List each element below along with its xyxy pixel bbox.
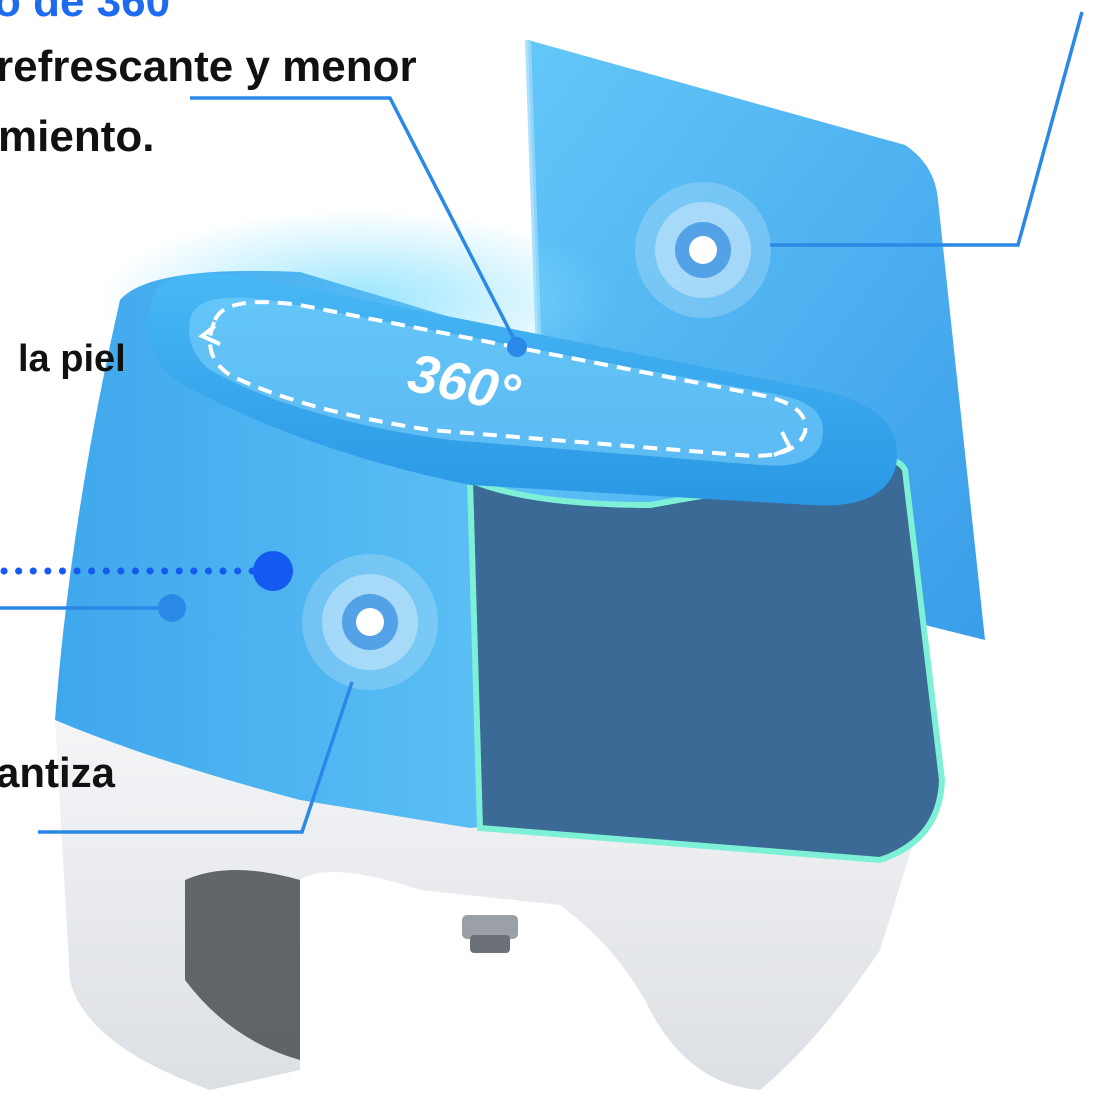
- description-line-1: refrescante y menor: [0, 42, 417, 91]
- guarantee-label: antiza: [0, 749, 116, 796]
- description-line-2: miento.: [0, 112, 155, 161]
- rotation-track: [208, 300, 808, 458]
- callout-lines: [0, 11, 1084, 834]
- blade-sensor-icon: [635, 182, 771, 318]
- dark-side-panel: [470, 460, 942, 860]
- skin-label: la piel: [18, 338, 126, 380]
- title-heading: o de 360: [0, 0, 171, 26]
- body-sensor-icon: [302, 554, 438, 690]
